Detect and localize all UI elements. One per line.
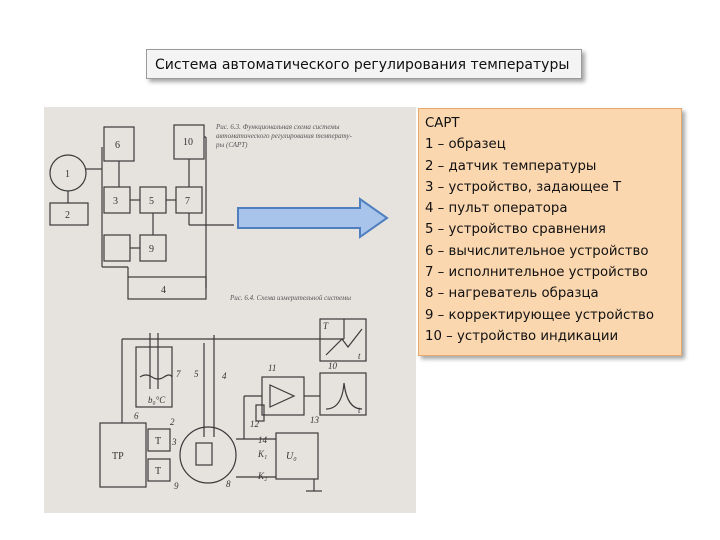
- caption-top-line1: Рис. 6.3. Функциональная схема системы: [215, 123, 340, 131]
- block-2: [49, 202, 89, 226]
- block-tr: [99, 422, 147, 488]
- svg-text:11: 11: [268, 363, 276, 373]
- block-2-label: 2: [65, 210, 70, 221]
- svg-text:T: T: [323, 321, 329, 331]
- svg-text:14: 14: [258, 435, 268, 445]
- block-7-label: 7: [185, 196, 190, 207]
- svg-text:12: 12: [250, 419, 260, 429]
- svg-text:Т: Т: [155, 466, 161, 477]
- block-10-label: 10: [183, 137, 193, 148]
- svg-text:3: 3: [171, 437, 177, 447]
- slide-title: Система автоматического регулирования те…: [146, 49, 582, 79]
- block-3: [103, 234, 131, 262]
- svg-text:t: t: [358, 351, 361, 361]
- svg-text:7: 7: [176, 369, 181, 379]
- block-4-label: 4: [161, 285, 166, 296]
- svg-text:K₂: K₂: [257, 471, 267, 481]
- heater-circle: [179, 426, 237, 484]
- label-tr: ТР: [112, 451, 124, 462]
- svg-text:2: 2: [170, 417, 175, 427]
- svg-text:U₀: U₀: [286, 451, 297, 462]
- svg-text:t: t: [358, 405, 361, 415]
- recorder-1: [319, 318, 367, 362]
- recorder-2: [319, 372, 367, 416]
- svg-text:10: 10: [328, 361, 338, 371]
- diagram-svg: 1 2 6 10 3 5 7 9 4 Рис. 6.3: [49, 123, 367, 492]
- legend-item: 2 – датчик температуры: [425, 158, 597, 174]
- block-u0: [275, 432, 319, 480]
- right-arrow-icon: [237, 197, 389, 239]
- svg-text:Т: Т: [155, 436, 161, 447]
- caption-mid: Рис. 6.4. Схема измерительной системы: [229, 294, 351, 302]
- block-5-label: 5: [149, 196, 154, 207]
- svg-text:K₁: K₁: [257, 449, 267, 459]
- legend-item: 5 – устройство сравнения: [425, 222, 606, 238]
- svg-text:b₀°C: b₀°C: [148, 395, 166, 405]
- legend-item: 1 – образец: [425, 137, 506, 153]
- block-9-label: 9: [149, 244, 154, 255]
- legend-item: 3 – устройство, задающее Т: [425, 179, 622, 195]
- legend-item: 7 – исполнительное устройство: [425, 265, 648, 281]
- svg-text:9: 9: [174, 481, 179, 491]
- legend-item: 6 – вычислительное устройство: [425, 243, 649, 259]
- legend-item: 4 – пульт оператора: [425, 201, 568, 217]
- svg-text:8: 8: [226, 479, 231, 489]
- block-3-label: 3: [113, 196, 118, 207]
- legend-box: САРТ 1 – образец 2 – датчик температуры …: [418, 108, 682, 356]
- caption-top-line3: ры (САРТ): [215, 141, 248, 149]
- svg-text:4: 4: [222, 371, 227, 381]
- scanned-diagram: 1 2 6 10 3 5 7 9 4 Рис. 6.3: [44, 107, 416, 513]
- legend-item: 10 – устройство индикации: [425, 328, 619, 344]
- amplifier: [261, 376, 305, 416]
- caption-top-line2: автоматического регулирования температу-: [216, 132, 353, 140]
- svg-text:6: 6: [134, 411, 139, 421]
- legend-header: САРТ: [425, 116, 460, 131]
- legend-item: 9 – корректирующее устройство: [425, 307, 654, 323]
- block-4: [127, 276, 207, 300]
- svg-text:5: 5: [194, 369, 199, 379]
- svg-text:13: 13: [310, 415, 320, 425]
- block-1-label: 1: [65, 169, 70, 180]
- legend-item: 8 – нагреватель образца: [425, 286, 599, 302]
- bath: [135, 346, 173, 408]
- block-6-label: 6: [115, 140, 120, 151]
